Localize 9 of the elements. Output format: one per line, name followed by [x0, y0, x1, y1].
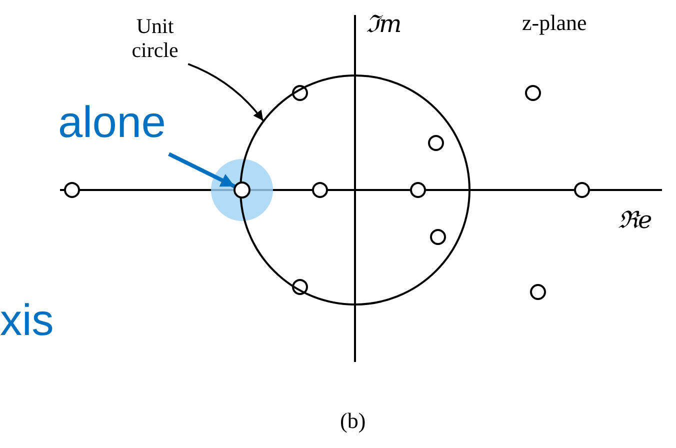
plane-label: z-plane — [522, 10, 587, 36]
axis-label: ℑm — [366, 9, 402, 39]
callout-arrow — [168, 152, 236, 188]
unit-circle-label: Unit circle — [130, 14, 180, 62]
leader-line — [188, 63, 264, 122]
callout-text: alone — [57, 98, 167, 149]
axis-label: ℜe — [618, 205, 652, 235]
figure-caption: (b) — [340, 408, 366, 434]
callout-text: xis — [0, 296, 54, 346]
